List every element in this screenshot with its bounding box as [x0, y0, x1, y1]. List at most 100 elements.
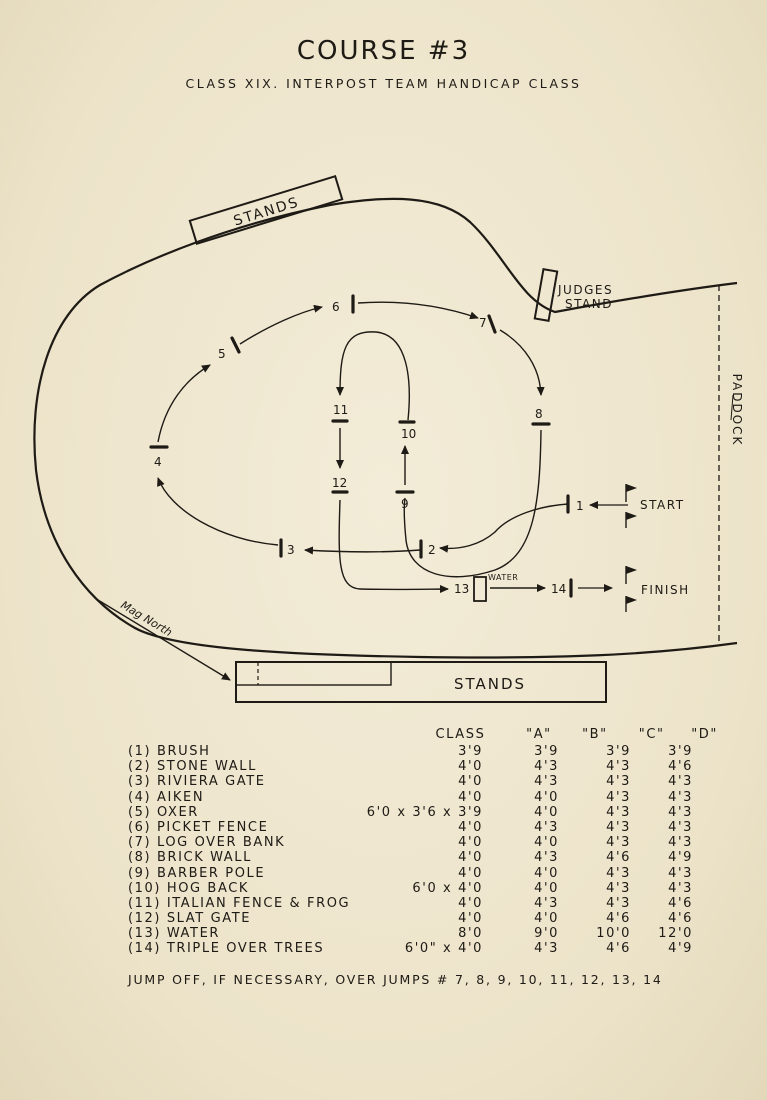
- class-a-height: 4'0: [458, 911, 483, 927]
- route-4-to-5: [157, 364, 211, 443]
- class-a-height: 4'0: [458, 895, 483, 911]
- class-c-height: 4'6: [606, 850, 631, 866]
- class-a-height: 4'0: [458, 774, 483, 790]
- jump-name: (10) HOG BACK: [128, 880, 250, 896]
- class-d-height: 4'3: [668, 804, 693, 820]
- jump-2-number: 2: [428, 543, 436, 557]
- jump-1-number: 1: [576, 499, 584, 513]
- class-a-header: "A": [526, 727, 552, 742]
- course-title: COURSE #3: [296, 36, 471, 66]
- class-d-header: "D": [691, 727, 718, 742]
- jump-name: (13) WATER: [128, 926, 221, 942]
- class-b-height: 4'3: [534, 759, 559, 775]
- class-a-height: 4'0: [458, 850, 483, 866]
- class-b-height: 4'3: [534, 895, 559, 911]
- class-b-height: 4'0: [534, 911, 559, 927]
- jump-name: (5) OXER: [128, 804, 199, 820]
- class-d-height: 4'3: [668, 789, 693, 805]
- jump-name: (4) AIKEN: [128, 789, 205, 805]
- class-a-height: 4'0: [458, 865, 483, 881]
- class-d-height: 4'3: [668, 865, 693, 881]
- water-label: WATER: [488, 573, 518, 582]
- jump-name: (8) BRICK WALL: [128, 850, 252, 866]
- class-c-height: 3'9: [606, 744, 631, 759]
- class-a-height: 8'0: [458, 926, 483, 942]
- judges-stand: [533, 268, 559, 322]
- class-subtitle: CLASS XIX. INTERPOST TEAM HANDICAP CLASS: [185, 76, 582, 91]
- jump-name: (14) TRIPLE OVER TREES: [128, 941, 325, 957]
- class-a-height: 3'9: [458, 744, 483, 759]
- class-a-height: 6'0 x 4'0: [412, 880, 483, 896]
- route-3-to-4: [157, 477, 279, 546]
- class-d-height: 4'9: [668, 850, 693, 866]
- route-10-to-11: [336, 331, 410, 421]
- jump-name: (6) PICKET FENCE: [128, 819, 269, 835]
- class-column-label: CLASS: [435, 727, 486, 742]
- class-c-height: 4'3: [606, 789, 631, 805]
- class-a-height: 4'0: [458, 759, 483, 775]
- jump-14-number: 14: [551, 582, 566, 596]
- north-arrow: [97, 599, 231, 681]
- finish-flags: [625, 566, 637, 612]
- class-c-height: 10'0: [596, 926, 631, 942]
- stands-bottom-label: STANDS: [454, 675, 526, 693]
- route-5-to-6: [239, 304, 323, 345]
- jump-name: (9) BARBER POLE: [128, 865, 266, 881]
- class-c-height: 4'3: [606, 895, 631, 911]
- jump-name: (11) ITALIAN FENCE & FROG: [128, 895, 351, 911]
- route-2-to-3: [304, 546, 421, 555]
- class-c-height: 4'6: [606, 941, 631, 957]
- class-a-height: 6'0" x 4'0: [404, 941, 483, 957]
- jump-row: (14) TRIPLE OVER TREES 6'0" x 4'0 4'3 4'6 4'…: [128, 941, 718, 956]
- paddock-label: PADDOCK: [730, 374, 744, 447]
- class-c-height: 4'6: [606, 911, 631, 927]
- jump-3-number: 3: [287, 543, 295, 557]
- class-b-header: "B": [582, 727, 608, 742]
- class-d-height: 4'6: [668, 895, 693, 911]
- jump-row: (11) ITALIAN FENCE & FROG 4'0 4'3 4'3 4'6: [128, 896, 718, 911]
- class-d-height: 4'6: [668, 759, 693, 775]
- stands-top: STANDS: [188, 175, 344, 245]
- class-d-height: 4'3: [668, 774, 693, 790]
- class-c-height: 4'3: [606, 835, 631, 851]
- class-c-header: "C": [638, 727, 665, 742]
- class-b-height: 4'0: [534, 880, 559, 896]
- jump-7-mark: [487, 314, 497, 334]
- class-c-height: 4'3: [606, 865, 631, 881]
- jump-11-number: 11: [333, 403, 348, 417]
- jump-5-number: 5: [218, 347, 226, 361]
- class-c-height: 4'3: [606, 774, 631, 790]
- start-label: START: [640, 498, 685, 512]
- class-b-height: 4'0: [534, 789, 559, 805]
- class-b-height: 4'3: [534, 941, 559, 957]
- class-d-height: 3'9: [668, 744, 693, 759]
- judges-label-1: JUDGES: [557, 283, 613, 297]
- jump-13-number: 13: [454, 582, 469, 596]
- jump-6-number: 6: [332, 300, 340, 314]
- course-diagram: STANDS JUDGES STAND PADDOCK: [33, 175, 744, 703]
- class-d-height: 4'6: [668, 911, 693, 927]
- route-8-down: [403, 429, 542, 578]
- class-b-height: 4'3: [534, 774, 559, 790]
- class-d-height: 4'9: [668, 941, 693, 957]
- finish-label: FINISH: [641, 583, 690, 597]
- class-b-height: 4'0: [534, 835, 559, 851]
- jump-name: (1) BRUSH: [128, 744, 211, 759]
- water-jump-13: [473, 576, 487, 602]
- route-1-to-2: [439, 503, 569, 553]
- class-c-height: 4'3: [606, 759, 631, 775]
- jump-7-number: 7: [479, 316, 487, 330]
- jump-name: (7) LOG OVER BANK: [128, 835, 286, 851]
- route-7-to-8: [499, 329, 545, 396]
- class-b-height: 4'0: [534, 804, 559, 820]
